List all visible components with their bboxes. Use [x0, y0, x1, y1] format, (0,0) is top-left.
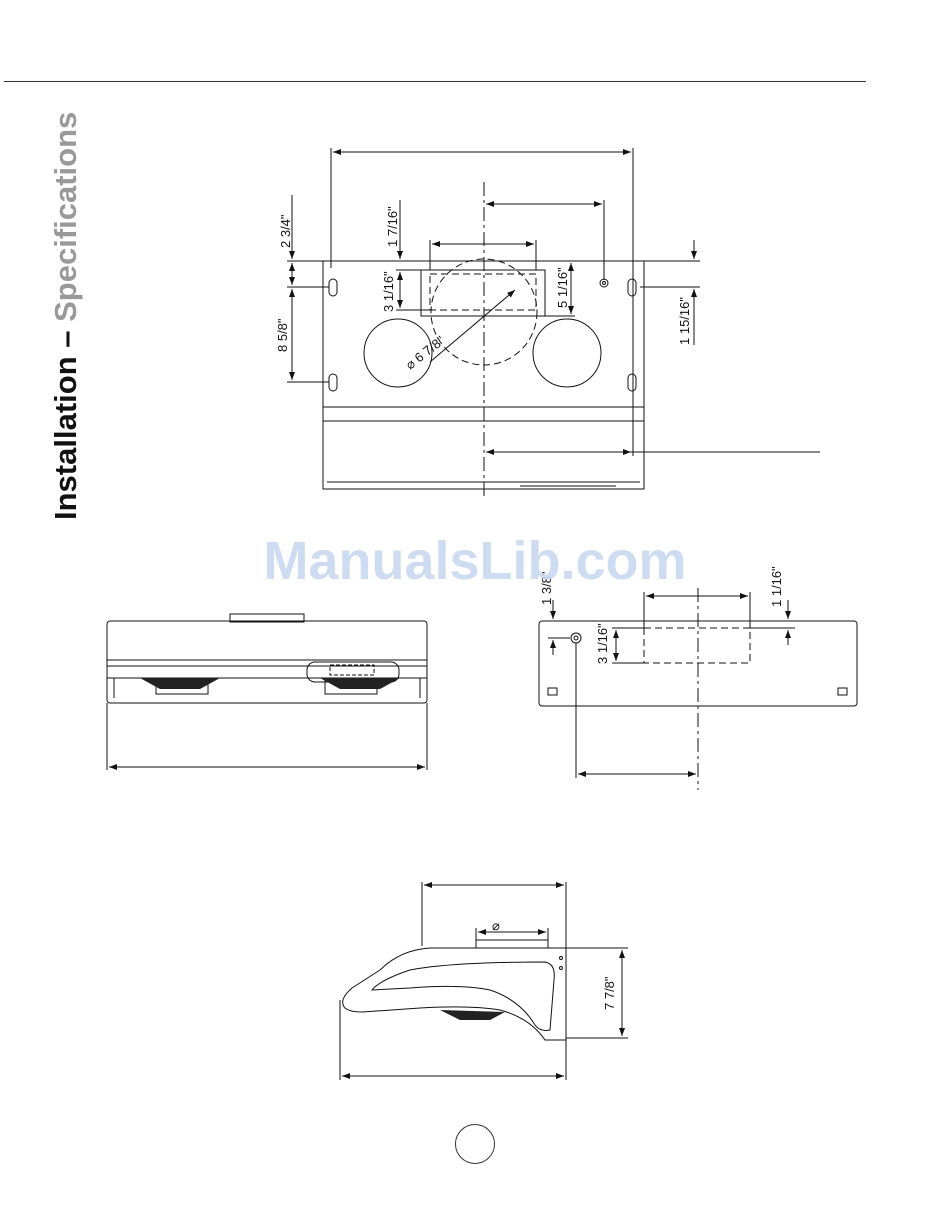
back-view-drawing	[539, 588, 857, 790]
dim-8-5-8: 8 5/8"	[275, 318, 290, 352]
dim-diameter-side: ⌀	[492, 918, 500, 933]
dim-3-1-16-back: 3 1/16"	[595, 623, 610, 664]
dim-5-1-16: 5 1/16"	[555, 267, 570, 308]
dim-2-3-4: 2 3/4"	[278, 214, 293, 248]
top-view-drawing	[287, 148, 820, 500]
watermark: ManualsLib.com	[0, 530, 950, 592]
dim-1-7-16: 1 7/16"	[385, 206, 400, 247]
front-view-drawing	[107, 614, 427, 770]
dim-7-7-8: 7 7/8"	[602, 976, 617, 1010]
side-view-drawing	[340, 882, 628, 1080]
dim-3-1-16-top: 3 1/16"	[381, 271, 396, 312]
dim-1-15-16: 1 15/16"	[677, 297, 692, 345]
page-number-circle	[455, 1124, 495, 1164]
